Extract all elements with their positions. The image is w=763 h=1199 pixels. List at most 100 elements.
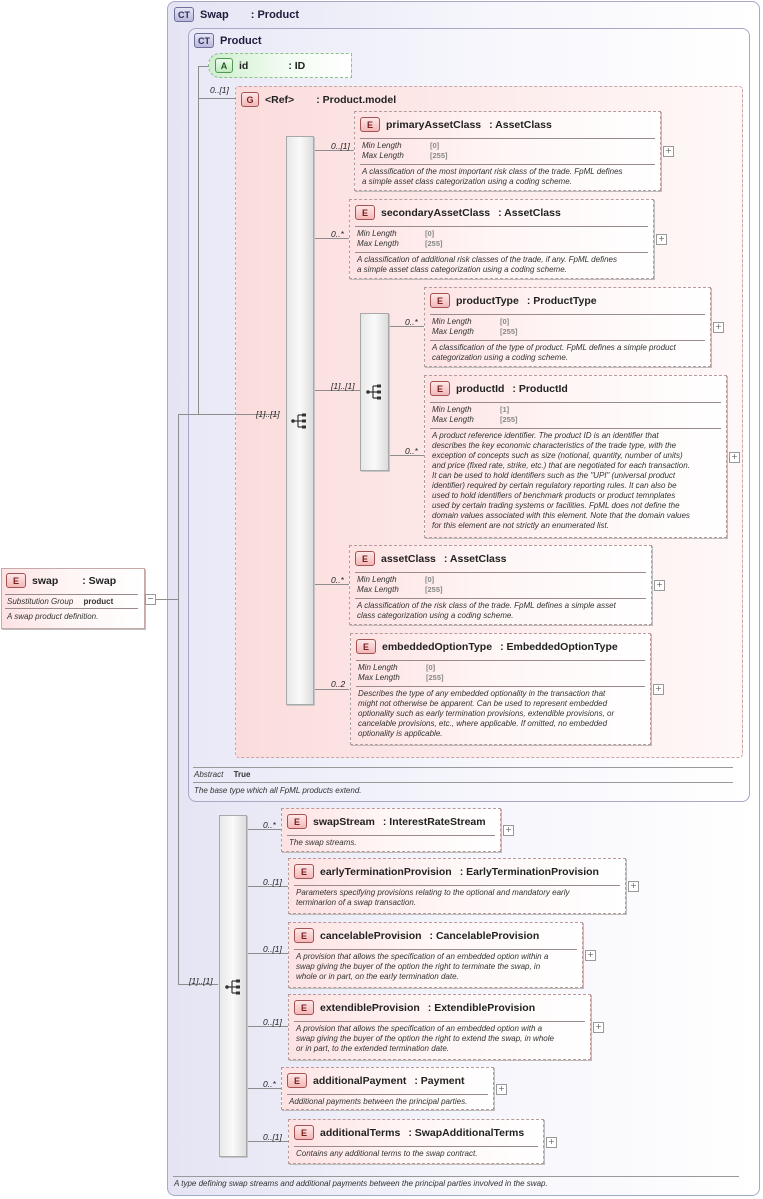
element-box-secondaryAssetClass[interactable] [349, 199, 654, 279]
connector [389, 326, 424, 327]
connector [178, 414, 179, 984]
max-length-label: Max Length [357, 585, 399, 594]
element-icon: E [355, 551, 375, 566]
element-rule [355, 252, 648, 253]
element-box-assetClass[interactable] [349, 545, 652, 625]
element-documentation-line: describes the key economic characteristi… [432, 441, 677, 450]
element-rule [355, 226, 648, 227]
expand-button[interactable]: + [628, 881, 639, 892]
element-rule [287, 1094, 488, 1095]
max-length-facet: Max Length[255] [357, 239, 443, 249]
element-name: earlyTerminationProvision [320, 865, 452, 878]
element-documentation-line: A provision that allows the specificatio… [296, 952, 549, 961]
element-cardinality: 0..* [263, 1079, 276, 1089]
expand-button[interactable]: + [585, 950, 596, 961]
element-icon: E [430, 293, 450, 308]
element-name: primaryAssetClass [386, 118, 482, 131]
max-length-value: [255] [425, 585, 443, 594]
element-rule [360, 138, 655, 139]
model-sequence-cardinality: [1]..[1] [256, 409, 280, 419]
element-cardinality: 0..* [331, 229, 344, 239]
expand-button[interactable]: + [546, 1137, 557, 1148]
expand-button[interactable]: + [496, 1084, 507, 1095]
element-documentation-line: A provision that allows the specificatio… [296, 1024, 543, 1033]
product-type-header[interactable]: CT Product [194, 33, 262, 48]
element-type: : EmbeddedOptionType [500, 640, 618, 653]
connector [314, 584, 349, 585]
expand-button[interactable]: + [663, 146, 674, 157]
max-length-label: Max Length [432, 327, 474, 336]
element-documentation-line: cancelable provisions, etc., where appli… [358, 719, 608, 728]
element-icon: E [430, 381, 450, 396]
element-box-productType[interactable] [424, 287, 711, 367]
element-type: : SwapAdditionalTerms [408, 1126, 525, 1139]
min-length-value: [0] [430, 141, 440, 150]
min-length-label: Min Length [358, 663, 398, 672]
min-length-value: [0] [425, 575, 435, 584]
swap-element[interactable] [1, 568, 145, 629]
element-icon: E [287, 814, 307, 829]
element-box-swapStream[interactable] [281, 808, 501, 852]
min-length-value: [0] [425, 229, 435, 238]
substitution-label: Substitution Group [7, 597, 74, 606]
min-length-facet: Min Length[1] [432, 405, 509, 415]
element-type: : EarlyTerminationProvision [459, 865, 599, 878]
min-length-label: Min Length [432, 317, 472, 326]
element-name: cancelableProvision [320, 929, 422, 942]
max-length-facet: Max Length [255] [432, 327, 518, 337]
element-cardinality: 0..[1] [263, 944, 282, 954]
element-type: : AssetClass [443, 552, 507, 565]
expand-button[interactable]: + [503, 825, 514, 836]
connector [314, 689, 349, 690]
expand-button[interactable]: + [653, 684, 664, 695]
element-box-primaryAssetClass[interactable] [354, 111, 661, 191]
expand-button[interactable]: + [713, 322, 724, 333]
element-documentation-line: optionality such as early termination pr… [358, 709, 615, 718]
element-box-extendibleProvision[interactable] [288, 994, 591, 1060]
element-type: : InterestRateStream [382, 815, 486, 828]
connector [389, 455, 424, 456]
swap-element-documentation: A swap product definition. [7, 612, 99, 621]
element-box-additionalTerms[interactable] [288, 1119, 544, 1164]
element-documentation-line: exception of concepts such as size (noti… [432, 451, 683, 460]
element-documentation-line: A classification of the risk class of th… [357, 601, 616, 610]
element-type: : ProductId [512, 382, 568, 395]
max-length-label: Max Length [432, 415, 474, 424]
element-rule [430, 428, 721, 429]
collapse-button[interactable]: − [145, 594, 156, 605]
product-abstract: Abstract True [194, 770, 250, 779]
connector [247, 1026, 288, 1027]
swap-element-name: swap [32, 574, 59, 587]
element-box-embeddedOptionType[interactable] [350, 633, 651, 745]
connector [247, 829, 281, 830]
max-length-value: [255] [500, 327, 518, 336]
expand-button[interactable]: + [729, 452, 740, 463]
element-type: : CancelableProvision [429, 929, 540, 942]
expand-button[interactable]: + [593, 1022, 604, 1033]
max-length-label: Max Length [357, 239, 399, 248]
expand-button[interactable]: + [656, 234, 667, 245]
element-box-earlyTerminationProvision[interactable] [288, 858, 626, 914]
max-length-facet: Max Length[255] [432, 415, 518, 425]
swap-type-header[interactable]: CT Swap : Product [174, 7, 299, 22]
element-box-additionalPayment[interactable] [281, 1067, 494, 1110]
min-length-value: [0] [500, 317, 510, 326]
element-name: embeddedOptionType [382, 640, 493, 653]
min-length-facet: Min Length [0] [432, 317, 509, 327]
connector [314, 390, 360, 391]
max-length-facet: Max Length[255] [358, 673, 444, 683]
element-documentation-line: Describes the type of any embedded optio… [358, 689, 606, 698]
connector [389, 326, 390, 455]
swap-sequence[interactable] [219, 815, 247, 1157]
expand-button[interactable]: + [654, 580, 665, 591]
element-documentation-line: used by certain trading systems or facil… [432, 501, 680, 510]
element-box-cancelableProvision[interactable] [288, 922, 583, 988]
product-model-ref: <Ref> [265, 93, 295, 106]
element-documentation-line: swap giving the buyer of the option the … [296, 1034, 554, 1043]
product-type-name: Product [220, 34, 262, 47]
product-model-header[interactable]: G <Ref> : Product.model [241, 92, 396, 107]
